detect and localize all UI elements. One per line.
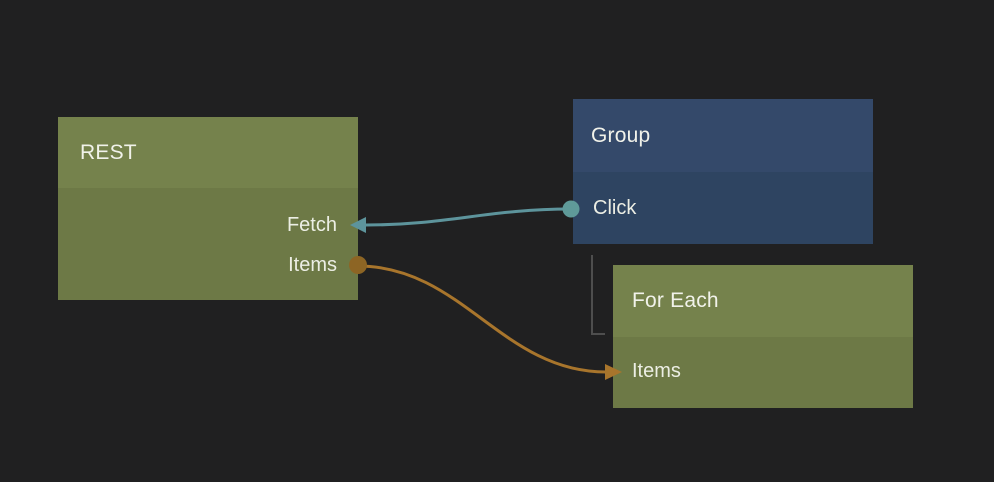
wire-click-to-fetch[interactable]: [365, 207, 572, 227]
node-for-each-title: For Each: [632, 289, 719, 312]
node-group-header[interactable]: Group: [573, 99, 873, 172]
port-group-click[interactable]: Click: [593, 188, 873, 228]
node-group[interactable]: Group Click: [573, 99, 873, 244]
node-group-title: Group: [591, 123, 651, 147]
port-rest-fetch-label: Fetch: [286, 213, 337, 236]
node-rest-body: Fetch Items: [58, 188, 358, 300]
port-rest-fetch[interactable]: Fetch: [58, 205, 337, 245]
node-rest-title: REST: [80, 140, 137, 164]
port-for-each-items-label: Items: [632, 359, 681, 382]
group-child-indicator-line: [591, 255, 605, 335]
node-for-each-header[interactable]: For Each: [613, 265, 913, 337]
node-rest-header[interactable]: REST: [58, 117, 358, 188]
port-group-click-label: Click: [593, 196, 637, 219]
port-rest-items-label: Items: [288, 253, 337, 276]
port-rest-items[interactable]: Items: [58, 245, 337, 285]
wire-items-to-items[interactable]: [357, 264, 607, 374]
node-rest[interactable]: REST Fetch Items: [58, 117, 358, 300]
node-for-each[interactable]: For Each Items: [613, 265, 913, 408]
port-for-each-items[interactable]: Items: [632, 351, 913, 391]
node-for-each-body: Items: [613, 337, 913, 408]
node-group-body: Click: [573, 172, 873, 244]
